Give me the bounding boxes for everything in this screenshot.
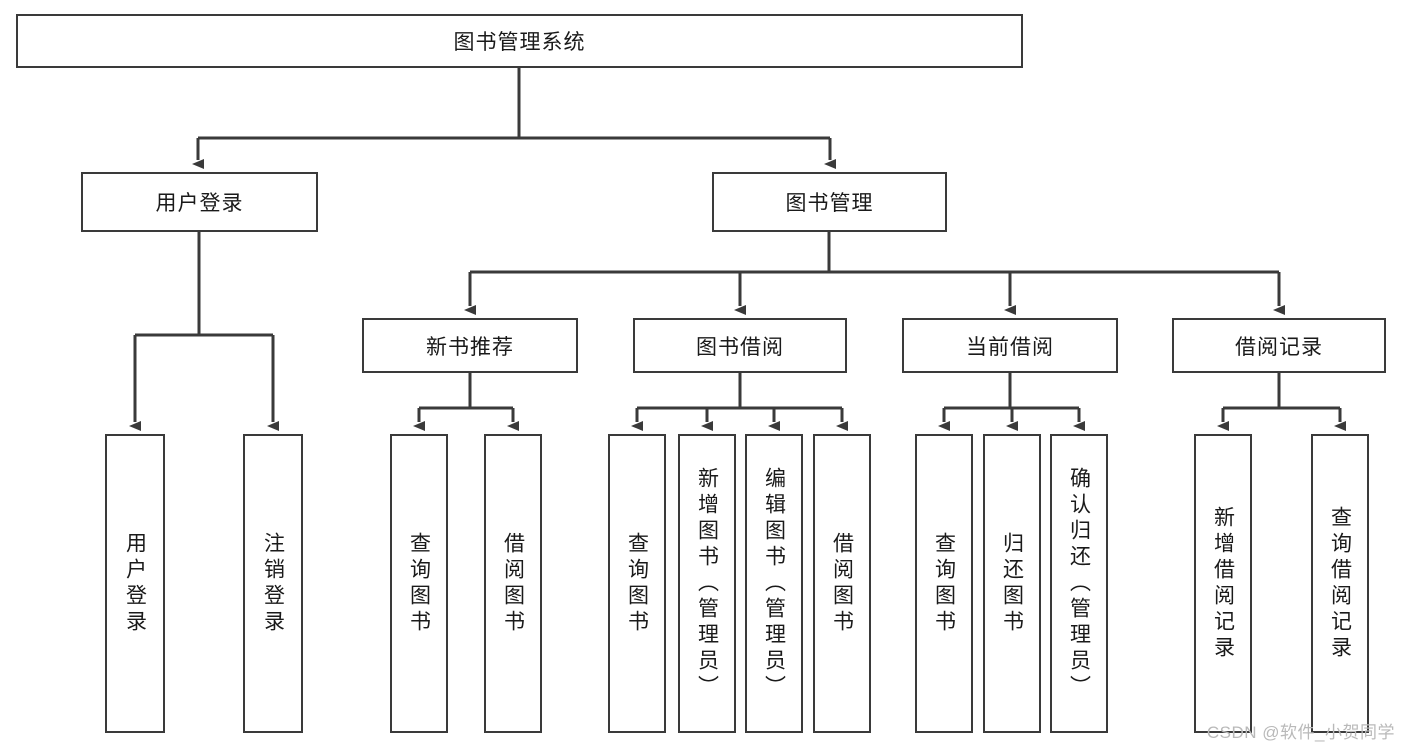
node-user-login[interactable]: 用户登录 <box>81 172 318 232</box>
leaf-user-login[interactable]: 用户登录 <box>105 434 165 733</box>
node-current-borrow[interactable]: 当前借阅 <box>902 318 1118 373</box>
leaf-return-book[interactable]: 归还图书 <box>983 434 1041 733</box>
node-root-label: 图书管理系统 <box>453 31 586 54</box>
leaf-add-book-admin-label: 新增图书（管理员） <box>695 466 719 701</box>
leaf-user-login-label: 用户登录 <box>123 531 147 636</box>
leaf-confirm-return-admin-label: 确认归还（管理员） <box>1067 466 1091 701</box>
leaf-add-book-admin[interactable]: 新增图书（管理员） <box>678 434 736 733</box>
node-book-management-label: 图书管理 <box>785 192 874 215</box>
leaf-edit-book-admin[interactable]: 编辑图书（管理员） <box>745 434 803 733</box>
edge-current-to-leaves <box>938 373 1085 431</box>
node-borrow-records[interactable]: 借阅记录 <box>1172 318 1386 373</box>
watermark-text: CSDN @软件_小贺同学 <box>1206 723 1395 742</box>
leaf-query-book-current-label: 查询图书 <box>932 531 956 636</box>
leaf-query-book-recommend[interactable]: 查询图书 <box>390 434 448 733</box>
leaf-confirm-return-admin[interactable]: 确认归还（管理员） <box>1050 434 1108 733</box>
node-new-book-recommend[interactable]: 新书推荐 <box>362 318 578 373</box>
edge-userlogin-to-leaves <box>129 232 279 431</box>
node-book-borrow[interactable]: 图书借阅 <box>633 318 847 373</box>
leaf-add-borrow-record[interactable]: 新增借阅记录 <box>1194 434 1252 733</box>
edge-bookmgmt-to-level2 <box>464 232 1285 315</box>
leaf-borrow-book[interactable]: 借阅图书 <box>813 434 871 733</box>
leaf-edit-book-admin-label: 编辑图书（管理员） <box>762 466 786 701</box>
node-borrow-records-label: 借阅记录 <box>1235 335 1323 359</box>
edge-records-to-leaves <box>1217 373 1346 431</box>
leaf-add-borrow-record-label: 新增借阅记录 <box>1211 505 1235 662</box>
leaf-query-borrow-record[interactable]: 查询借阅记录 <box>1311 434 1369 733</box>
leaf-query-book-current[interactable]: 查询图书 <box>915 434 973 733</box>
edge-borrow-to-leaves <box>631 373 848 431</box>
leaf-return-book-label: 归还图书 <box>1000 531 1024 636</box>
leaf-query-borrow-record-label: 查询借阅记录 <box>1328 505 1352 662</box>
leaf-logout[interactable]: 注销登录 <box>243 434 303 733</box>
edge-root-to-level1 <box>192 68 836 169</box>
node-root[interactable]: 图书管理系统 <box>16 14 1023 68</box>
node-user-login-label: 用户登录 <box>155 192 244 215</box>
leaf-query-book-borrow[interactable]: 查询图书 <box>608 434 666 733</box>
edge-newbook-to-leaves <box>413 373 519 431</box>
leaf-borrow-book-label: 借阅图书 <box>830 531 854 636</box>
leaf-borrow-book-recommend[interactable]: 借阅图书 <box>484 434 542 733</box>
leaf-query-book-borrow-label: 查询图书 <box>625 531 649 636</box>
leaf-logout-label: 注销登录 <box>261 531 285 636</box>
leaf-borrow-book-recommend-label: 借阅图书 <box>501 531 525 636</box>
node-current-borrow-label: 当前借阅 <box>966 335 1054 359</box>
node-new-book-recommend-label: 新书推荐 <box>426 335 514 359</box>
node-book-borrow-label: 图书借阅 <box>696 335 784 359</box>
node-book-management[interactable]: 图书管理 <box>712 172 947 232</box>
leaf-query-book-recommend-label: 查询图书 <box>407 531 431 636</box>
